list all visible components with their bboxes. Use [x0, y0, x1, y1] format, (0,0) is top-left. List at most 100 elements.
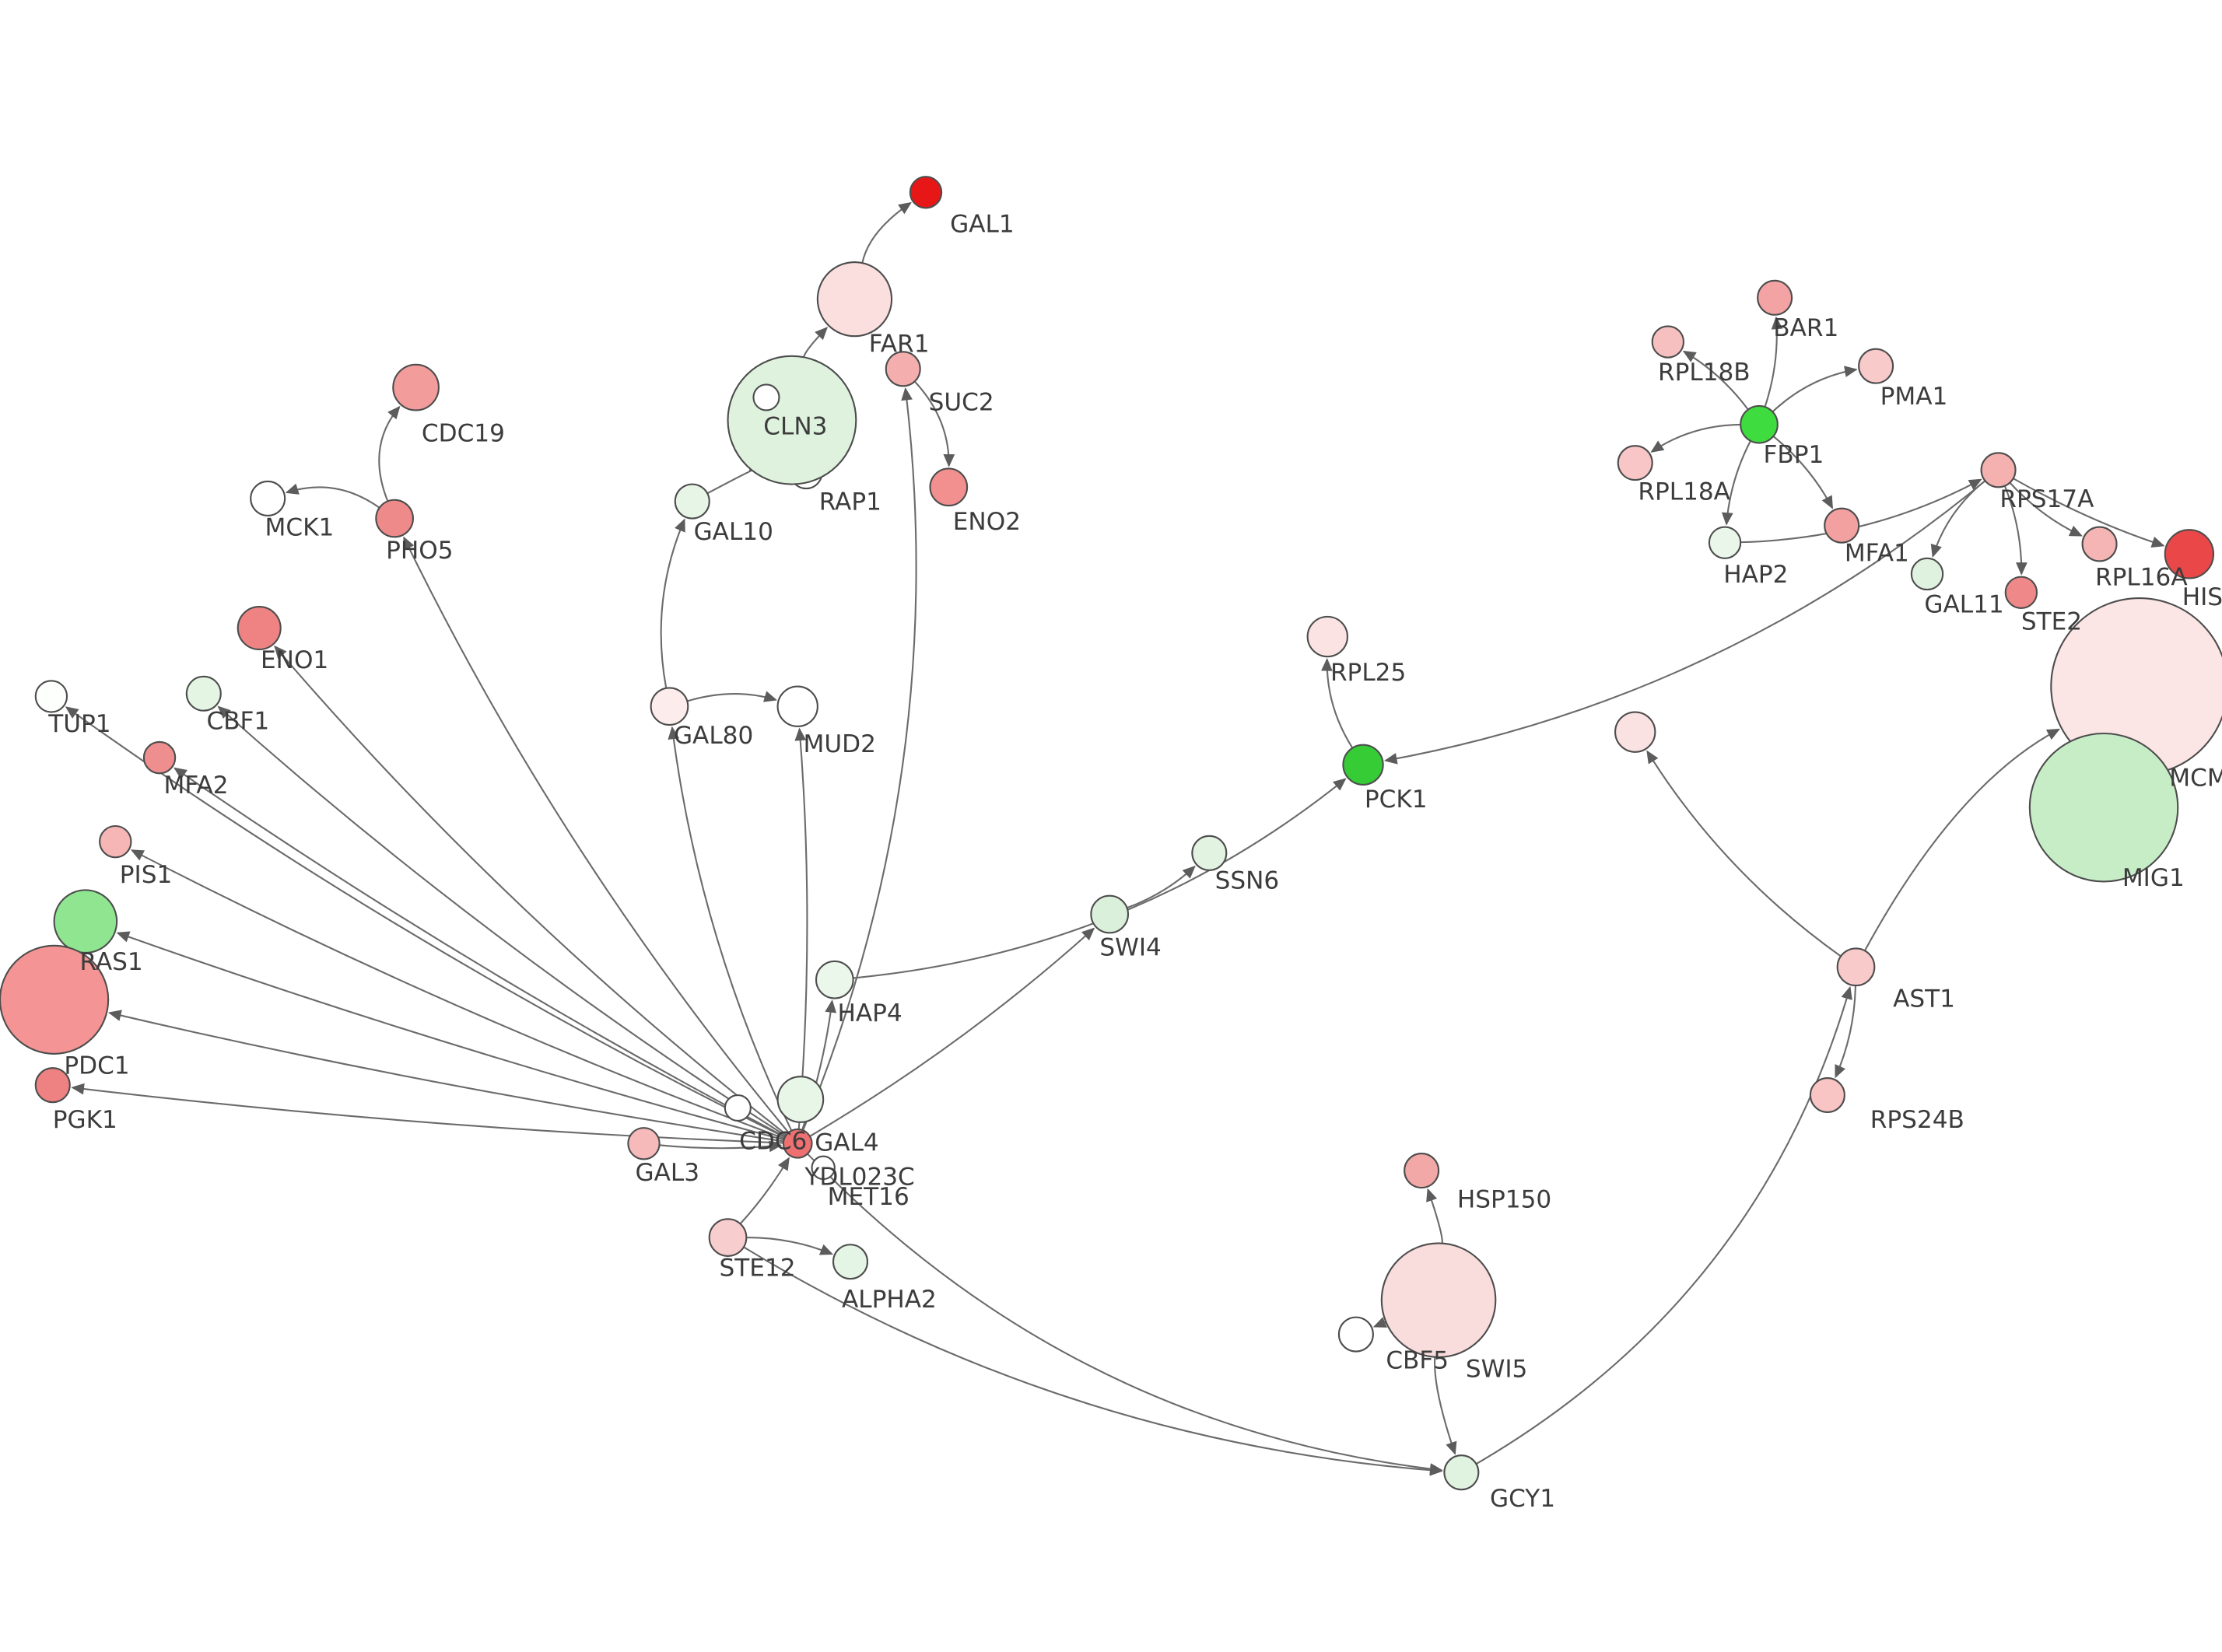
- edge-GAL4-TUP1[interactable]: [65, 706, 786, 1139]
- edge-RPS17A-RPL16A[interactable]: [2009, 481, 2083, 537]
- node-STE2[interactable]: [2004, 576, 2038, 609]
- edge-GAL4-CBF1[interactable]: [217, 705, 787, 1137]
- edge-GAL4-GCY1[interactable]: [807, 1153, 1443, 1475]
- node-label-PGK1: PGK1: [53, 1106, 117, 1134]
- node-ALPHA2[interactable]: [832, 1244, 868, 1280]
- node-PMA1[interactable]: [1858, 348, 1894, 384]
- edge-AST1-MCM1[interactable]: [1863, 728, 2061, 951]
- edge-FBP1-BAR1[interactable]: [1764, 316, 1783, 408]
- node-label-STE12: STE12: [720, 1255, 796, 1283]
- node-GAL80[interactable]: [650, 687, 689, 726]
- edge-GAL10-CLN3[interactable]: [706, 459, 762, 495]
- edge-GAL4-PDC1[interactable]: [107, 1010, 784, 1143]
- edge-RPS17A-GAL11[interactable]: [1930, 480, 1986, 558]
- node-MUD2[interactable]: [776, 685, 818, 727]
- edge-GAL4-SUC2[interactable]: [802, 387, 917, 1131]
- node-GAL11[interactable]: [1910, 557, 1944, 591]
- edge-GAL4-MUD2[interactable]: [794, 727, 808, 1130]
- edge-GAL4-PHO5[interactable]: [403, 536, 790, 1133]
- edge-PHO5-MCK1[interactable]: [285, 483, 380, 509]
- edge-FBP1-RPL18A[interactable]: [1650, 423, 1741, 453]
- node-HSP150[interactable]: [1404, 1153, 1440, 1189]
- node-RPS24B[interactable]: [1809, 1076, 1845, 1114]
- node-MCK1[interactable]: [250, 480, 286, 516]
- node-PIS1[interactable]: [99, 824, 132, 859]
- node-PCK1[interactable]: [1342, 744, 1384, 786]
- node-RAS1[interactable]: [53, 889, 118, 954]
- edge-FAR1-GAL1[interactable]: [861, 201, 912, 264]
- node-PGK1[interactable]: [34, 1067, 71, 1104]
- node-CDC19[interactable]: [392, 363, 440, 411]
- edge-GAL4-MFA2[interactable]: [173, 767, 786, 1138]
- node-MET16[interactable]: [811, 1155, 836, 1181]
- edge-GAL4-SWI4[interactable]: [809, 927, 1095, 1137]
- node-NODE_B[interactable]: [1614, 711, 1656, 753]
- node-FBP1[interactable]: [1740, 404, 1779, 444]
- edge-AST1-RPS24B[interactable]: [1835, 985, 1856, 1079]
- edge-GAL4-PGK1[interactable]: [71, 1083, 783, 1144]
- node-STE12[interactable]: [708, 1218, 748, 1257]
- node-HAP4[interactable]: [815, 960, 854, 999]
- edge-FBP1-HAP2[interactable]: [1721, 440, 1751, 526]
- node-NODE_A[interactable]: [752, 383, 780, 411]
- node-GAL10[interactable]: [674, 483, 710, 520]
- edge-SUC2-ENO2[interactable]: [913, 380, 955, 467]
- edge-FBP1-MFA1[interactable]: [1772, 436, 1834, 509]
- node-MFA2[interactable]: [142, 740, 177, 775]
- node-ENO2[interactable]: [929, 467, 969, 507]
- node-CBF5[interactable]: [1337, 1316, 1374, 1353]
- node-PHO5[interactable]: [375, 499, 414, 538]
- edge-CLN3-FAR1[interactable]: [803, 327, 829, 358]
- node-CDC6[interactable]: [724, 1094, 752, 1122]
- edge-RPS17A-PCK1[interactable]: [1383, 480, 1986, 765]
- node-RPL25[interactable]: [1306, 615, 1348, 658]
- edge-SWI5-GCY1[interactable]: [1434, 1356, 1457, 1455]
- edge-GAL4-GAL80[interactable]: [668, 726, 793, 1132]
- edge-PHO5-CDC19[interactable]: [378, 405, 401, 502]
- edge-STE12-ALPHA2[interactable]: [746, 1237, 834, 1255]
- edge-RPS17A-HIS4[interactable]: [2013, 478, 2165, 548]
- node-TUP1[interactable]: [34, 680, 68, 713]
- edge-STE12-GCY1[interactable]: [743, 1246, 1443, 1476]
- edge-AST1-NODE_B[interactable]: [1646, 750, 1842, 957]
- node-MFA1[interactable]: [1824, 507, 1860, 544]
- node-SWI5[interactable]: [1380, 1242, 1497, 1358]
- node-YDL023C[interactable]: [776, 1076, 825, 1123]
- node-ENO1[interactable]: [237, 606, 282, 651]
- node-SSN6[interactable]: [1191, 835, 1228, 871]
- node-RPS17A[interactable]: [1980, 452, 2017, 488]
- edge-STE12-GAL4[interactable]: [739, 1157, 790, 1225]
- edge-GAL80-MUD2[interactable]: [687, 691, 777, 702]
- edge-SWI4-SSN6[interactable]: [1127, 865, 1196, 909]
- edge-GAL3-GAL4[interactable]: [659, 1140, 783, 1153]
- edge-PCK1-RPL25[interactable]: [1321, 657, 1354, 749]
- node-SUC2[interactable]: [885, 351, 921, 387]
- node-AST1[interactable]: [1836, 947, 1876, 987]
- node-RPL18A[interactable]: [1617, 445, 1653, 481]
- node-BAR1[interactable]: [1757, 279, 1793, 316]
- node-SWI4[interactable]: [1090, 894, 1130, 934]
- node-GAL3[interactable]: [627, 1127, 661, 1160]
- node-MIG1[interactable]: [2028, 732, 2179, 883]
- node-PDC1[interactable]: [0, 944, 110, 1055]
- node-GAL1[interactable]: [909, 176, 943, 209]
- edge-FBP1-RPL18B[interactable]: [1682, 350, 1749, 411]
- node-GAL4[interactable]: [782, 1128, 813, 1159]
- edge-GAL80-GAL10[interactable]: [660, 518, 685, 688]
- edge-GAL4-ENO1[interactable]: [274, 645, 787, 1136]
- node-FAR1[interactable]: [816, 261, 893, 338]
- edge-HAP2-RPS17A[interactable]: [1740, 478, 1982, 544]
- node-GCY1[interactable]: [1443, 1454, 1480, 1491]
- node-RPL18B[interactable]: [1651, 325, 1685, 359]
- edge-FBP1-PMA1[interactable]: [1772, 366, 1858, 413]
- node-CBF1[interactable]: [185, 675, 222, 712]
- edge-GAL4-PIS1[interactable]: [130, 849, 785, 1139]
- edge-GCY1-AST1[interactable]: [1475, 985, 1852, 1465]
- edge-GAL4-RAS1[interactable]: [116, 931, 784, 1141]
- edge-SWI5-HSP150[interactable]: [1426, 1188, 1443, 1244]
- node-RPL16A[interactable]: [2081, 526, 2118, 562]
- node-HAP2[interactable]: [1708, 526, 1742, 559]
- edge-RPS17A-STE2[interactable]: [2003, 485, 2027, 576]
- node-HIS4[interactable]: [2164, 529, 2215, 579]
- node-label-MIG1: MIG1: [2122, 864, 2185, 892]
